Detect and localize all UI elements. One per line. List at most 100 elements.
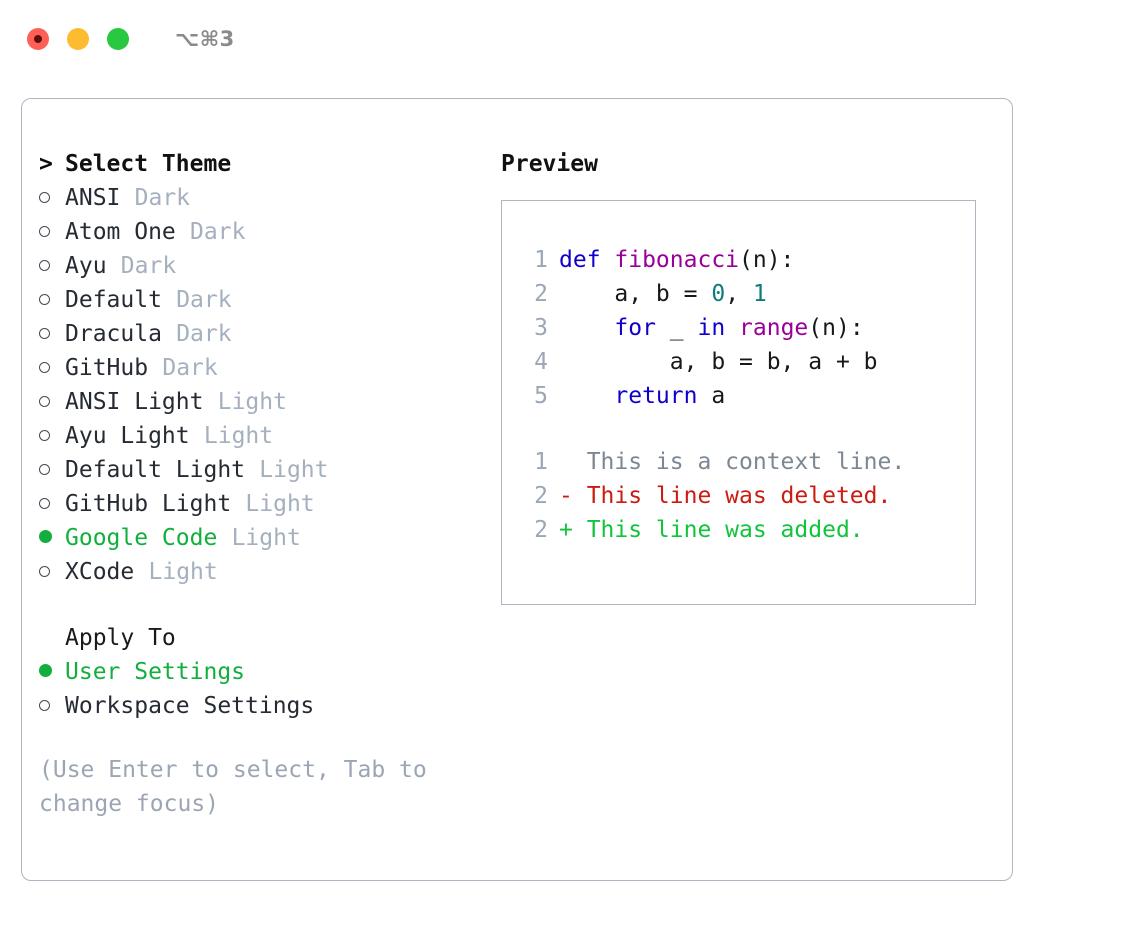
- theme-option-label: Google Code: [65, 525, 218, 551]
- traffic-light-buttons: [27, 28, 129, 50]
- select-theme-title: Select Theme: [65, 151, 232, 177]
- diff-line-number: 1: [534, 449, 548, 475]
- code-token-num: 1: [752, 281, 767, 307]
- preview-title: Preview: [501, 151, 598, 177]
- theme-option-category: Light: [203, 423, 274, 449]
- theme-option-category: Dark: [176, 321, 232, 347]
- theme-option-label: ANSI: [65, 185, 121, 211]
- theme-option-label: Default Light: [65, 457, 246, 483]
- theme-option-label: GitHub Light: [65, 491, 232, 517]
- code-line: 3 for _ in range(n):: [502, 311, 975, 345]
- radio-unselected-icon[interactable]: [39, 419, 65, 453]
- radio-unselected-icon[interactable]: [39, 249, 65, 283]
- theme-option-label: Dracula: [65, 321, 162, 347]
- theme-option-row[interactable]: Google Code Light: [39, 521, 489, 555]
- keyboard-hint-text: (Use Enter to select, Tab to change focu…: [39, 757, 441, 817]
- theme-option-category: Dark: [190, 219, 246, 245]
- code-line-number: 2: [534, 281, 548, 307]
- code-line-text: return a: [559, 379, 725, 413]
- theme-option-category: Light: [259, 457, 329, 483]
- theme-option-row[interactable]: Default Light Light: [39, 453, 489, 487]
- radio-unselected-icon[interactable]: [39, 689, 65, 723]
- code-token-kw: return: [614, 383, 698, 409]
- diff-line-number: 2: [534, 483, 548, 509]
- apply-to-option-row[interactable]: User Settings: [39, 655, 489, 689]
- code-line-number: 5: [534, 383, 548, 409]
- radio-unselected-icon[interactable]: [39, 215, 65, 249]
- close-window-icon[interactable]: [27, 28, 49, 50]
- code-token-fn: fibonacci: [614, 247, 740, 273]
- theme-option-row[interactable]: Atom One Dark: [39, 215, 489, 249]
- code-line: 4 a, b = b, a + b: [502, 345, 975, 379]
- maximize-window-icon[interactable]: [107, 28, 129, 50]
- code-token-plain: a: [697, 383, 726, 409]
- theme-option-category: Dark: [162, 355, 218, 381]
- hint-spacer: [39, 723, 489, 753]
- radio-unselected-icon[interactable]: [39, 555, 65, 589]
- code-token-kw: for: [614, 315, 656, 341]
- theme-option-label: Atom One: [65, 219, 176, 245]
- apply-to-option-label: Workspace Settings: [65, 693, 315, 719]
- theme-option-label: ANSI Light: [65, 389, 204, 415]
- code-token-plain: [725, 315, 739, 341]
- window-title-bar: ⌥⌘3: [0, 0, 1140, 78]
- diff-line: 2- This line was deleted.: [502, 479, 975, 513]
- code-token-plain: a, b = b, a + b: [559, 349, 878, 375]
- apply-to-title: Apply To: [65, 625, 176, 651]
- theme-option-row[interactable]: GitHub Light Light: [39, 487, 489, 521]
- keyboard-shortcut-label: ⌥⌘3: [175, 27, 235, 51]
- theme-option-category: Light: [231, 525, 301, 551]
- diff-line-text: This is a context line.: [559, 449, 906, 475]
- code-token-kw: def: [559, 247, 615, 273]
- theme-option-label: Ayu Light: [65, 423, 190, 449]
- apply-to-option-row[interactable]: Workspace Settings: [39, 689, 489, 723]
- diff-line: 2+ This line was added.: [502, 513, 975, 547]
- theme-option-label: Ayu: [65, 253, 107, 279]
- radio-unselected-icon[interactable]: [39, 385, 65, 419]
- theme-option-row[interactable]: ANSI Dark: [39, 181, 489, 215]
- radio-unselected-icon[interactable]: [39, 351, 65, 385]
- radio-unselected-icon[interactable]: [39, 487, 65, 521]
- code-line-text: for _ in range(n):: [559, 311, 863, 345]
- theme-option-category: Dark: [176, 287, 232, 313]
- theme-option-row[interactable]: Dracula Dark: [39, 317, 489, 351]
- code-line: 2 a, b = 0, 1: [502, 277, 975, 311]
- theme-option-category: Light: [245, 491, 315, 517]
- diff-sample: 1 This is a context line.2- This line wa…: [502, 445, 975, 547]
- code-token-kw: in: [697, 315, 726, 341]
- diff-line-number: 2: [534, 517, 548, 543]
- code-token-fn: range: [739, 315, 809, 341]
- radio-unselected-icon[interactable]: [39, 317, 65, 351]
- theme-option-row[interactable]: Ayu Light Light: [39, 419, 489, 453]
- theme-option-row[interactable]: Ayu Dark: [39, 249, 489, 283]
- diff-line: 1 This is a context line.: [502, 445, 975, 479]
- caret-icon: >: [39, 151, 53, 177]
- radio-selected-icon[interactable]: [39, 521, 65, 555]
- radio-selected-icon[interactable]: [39, 655, 65, 689]
- radio-unselected-icon[interactable]: [39, 181, 65, 215]
- code-line-number: 1: [534, 247, 548, 273]
- theme-option-category: Dark: [120, 253, 177, 279]
- minimize-window-icon[interactable]: [67, 28, 89, 50]
- code-line-text: a, b = 0, 1: [559, 277, 767, 311]
- code-token-plain: ,: [725, 281, 753, 307]
- theme-option-category: Dark: [134, 185, 191, 211]
- radio-unselected-icon[interactable]: [39, 283, 65, 317]
- list-spacer: [39, 589, 489, 621]
- code-token-plain: [559, 315, 614, 341]
- code-line-number: 4: [534, 349, 548, 375]
- radio-unselected-icon[interactable]: [39, 453, 65, 487]
